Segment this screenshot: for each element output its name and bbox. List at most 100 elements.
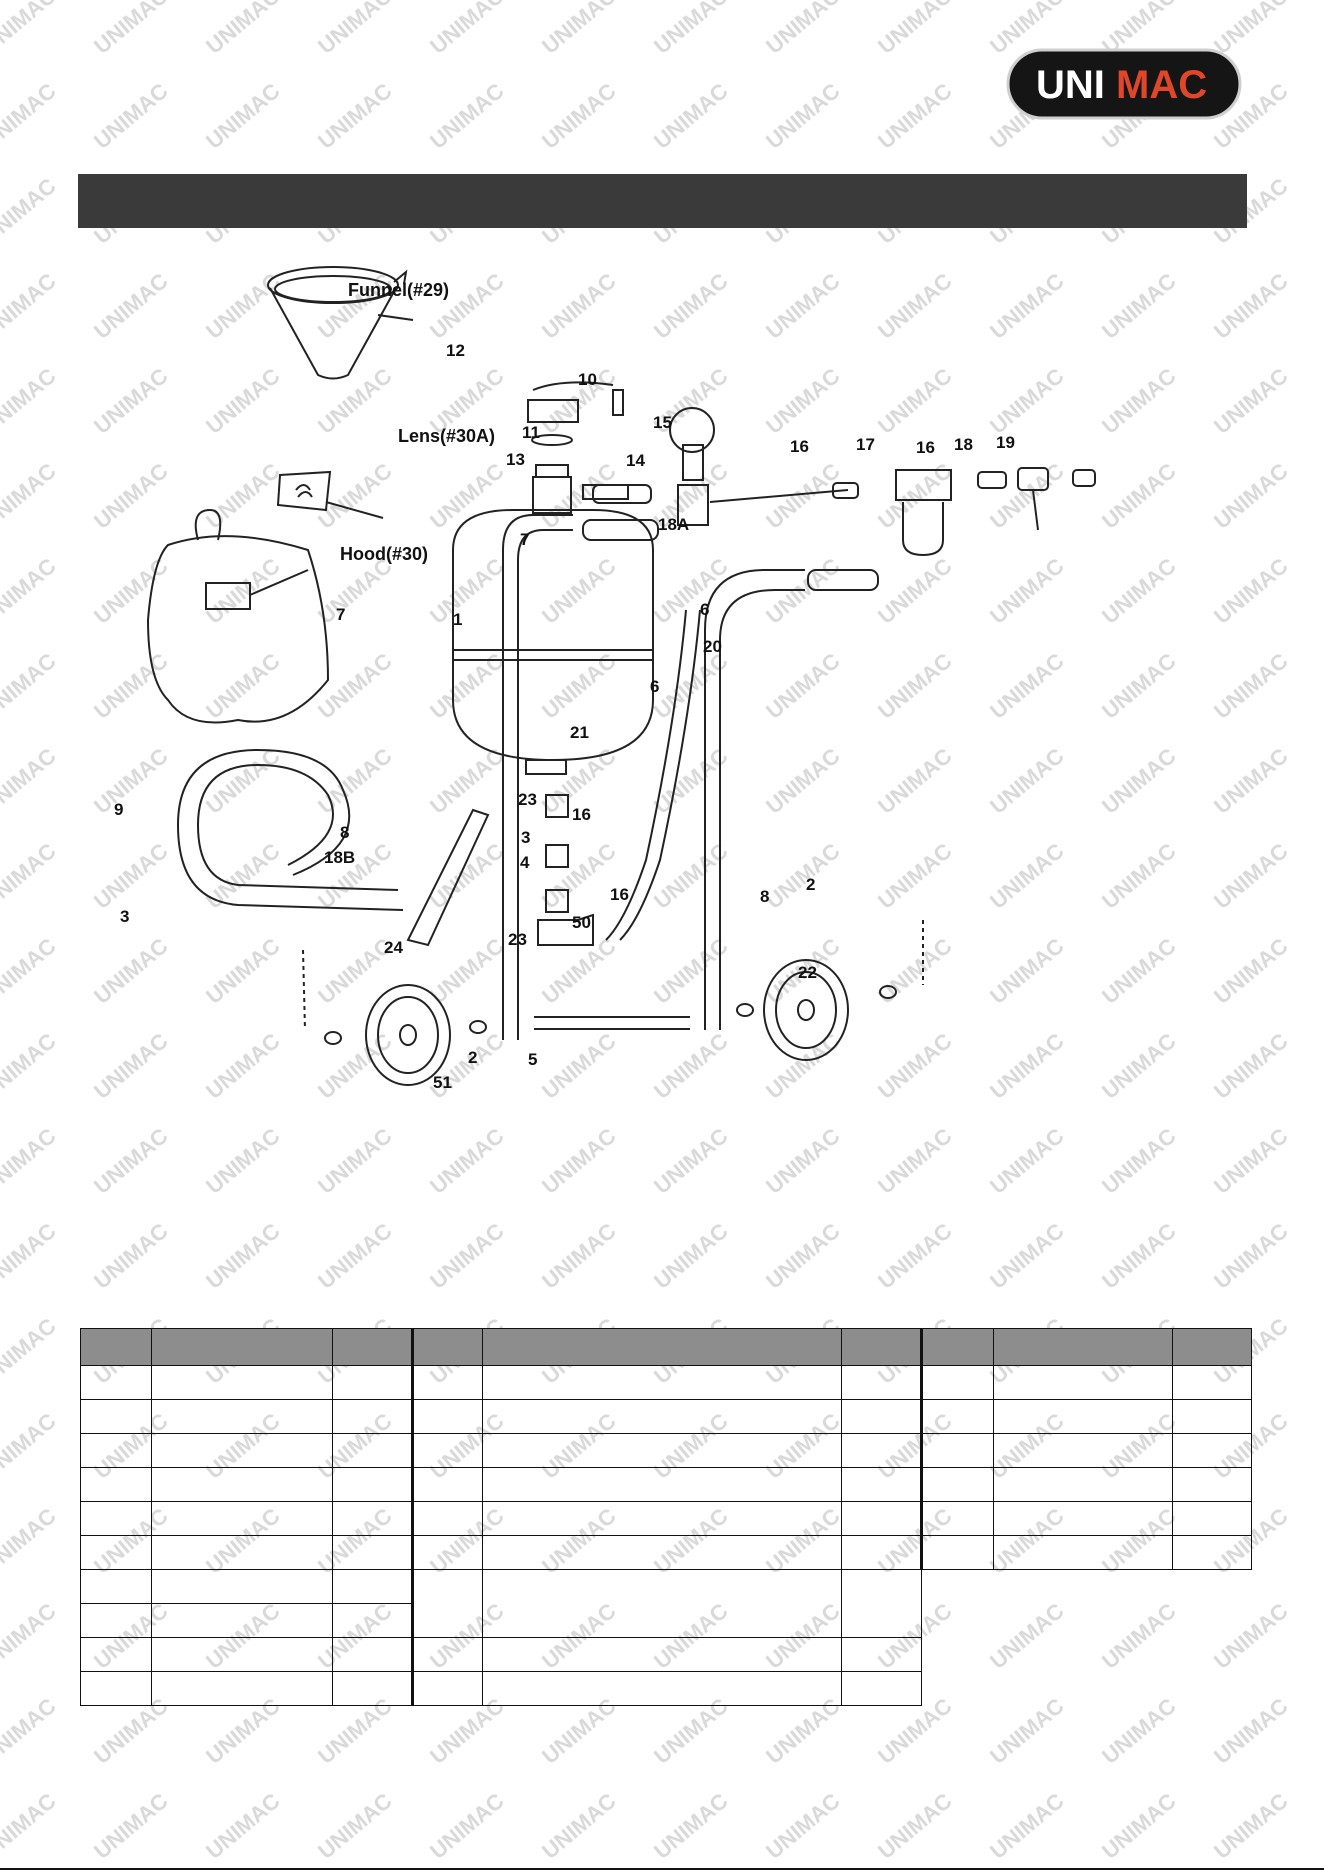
part-callout: 18B: [324, 848, 355, 867]
watermark-text: UNIMAC: [0, 1218, 61, 1294]
table-cell: [1173, 1638, 1252, 1672]
table-cell: [332, 1467, 413, 1502]
header-cell: [993, 1328, 1173, 1366]
header-cell: [841, 1328, 922, 1366]
watermark-text: UNIMAC: [873, 78, 957, 154]
table-cell: [922, 1570, 994, 1604]
part-callout: 13: [506, 450, 525, 469]
hood-drawing: [146, 508, 330, 724]
table-cell: [411, 1501, 483, 1536]
table-cell: [332, 1637, 413, 1672]
watermark-text: UNIMAC: [0, 1598, 61, 1674]
table-cell: [920, 1535, 994, 1570]
watermark-text: UNIMAC: [89, 78, 173, 154]
watermark-text: UNIMAC: [0, 1313, 61, 1389]
lens-label: Lens(#30A): [398, 426, 495, 446]
header-cell: [920, 1328, 994, 1366]
table-cell: [332, 1433, 413, 1468]
table-row: [80, 1637, 1252, 1672]
table-cell: [80, 1365, 152, 1400]
table-cell: [993, 1399, 1173, 1434]
watermark-text: UNIMAC: [0, 648, 61, 724]
table-row: [80, 1501, 1252, 1536]
part-callout: 20: [703, 637, 722, 656]
part-callout: 10: [578, 370, 597, 389]
table-cell: [411, 1671, 483, 1706]
watermark-text: UNIMAC: [985, 1788, 1069, 1864]
title-bar: [78, 174, 1247, 228]
logo-text-mac: MAC: [1116, 63, 1207, 107]
watermark-text: UNIMAC: [201, 78, 285, 154]
watermark-text: UNIMAC: [537, 78, 621, 154]
part-callout: 1: [453, 610, 462, 629]
table-cell: [993, 1467, 1173, 1502]
watermark-text: UNIMAC: [873, 1788, 957, 1864]
part-callout: 18: [954, 435, 973, 454]
table-cell: [482, 1535, 842, 1570]
watermark-text: UNIMAC: [0, 458, 61, 534]
part-callout: 15: [653, 413, 672, 432]
table-row: [80, 1365, 1252, 1400]
watermark-text: UNIMAC: [761, 0, 845, 59]
table-cell: [1172, 1433, 1252, 1468]
lens-drawing: [276, 470, 384, 519]
part-callout: 8: [760, 887, 769, 906]
table-cell: [922, 1638, 994, 1672]
table-cell: [482, 1569, 842, 1638]
table-cell: [80, 1433, 152, 1468]
table-row: [80, 1603, 1252, 1638]
unimac-logo: UNI MAC: [1006, 48, 1242, 120]
piping-drawing: [537, 407, 1096, 946]
table-cell: [993, 1433, 1173, 1468]
table-cell: [151, 1637, 333, 1672]
table-cell: [841, 1569, 922, 1638]
watermark-text: UNIMAC: [425, 78, 509, 154]
watermark-text: UNIMAC: [89, 1788, 173, 1864]
table-row: [80, 1671, 1252, 1706]
table-cell: [332, 1603, 413, 1638]
table-cell: [922, 1604, 994, 1638]
table-cell: [920, 1365, 994, 1400]
table-cell: [332, 1671, 413, 1706]
table-cell: [1172, 1501, 1252, 1536]
part-callout: 2: [468, 1048, 477, 1067]
watermark-text: UNIMAC: [0, 838, 61, 914]
watermark-text: UNIMAC: [0, 363, 61, 439]
table-cell: [151, 1467, 333, 1502]
watermark-text: UNIMAC: [0, 553, 61, 629]
watermark-text: UNIMAC: [313, 1788, 397, 1864]
table-cell: [1173, 1672, 1252, 1706]
table-cell: [80, 1399, 152, 1434]
table-cell: [993, 1501, 1173, 1536]
part-callout: 6: [700, 600, 709, 619]
part-callout: 18A: [658, 515, 689, 534]
watermark-text: UNIMAC: [0, 1028, 61, 1104]
watermark-text: UNIMAC: [0, 0, 61, 59]
part-callout: 16: [916, 438, 935, 457]
part-callout: 19: [996, 433, 1015, 452]
funnel-drawing: [267, 266, 414, 380]
part-callout: 2: [806, 875, 815, 894]
table-cell: [841, 1637, 922, 1672]
table-cell: [841, 1467, 922, 1502]
part-callout: 8: [340, 823, 349, 842]
table-cell: [151, 1433, 333, 1468]
table-cell: [994, 1604, 1173, 1638]
watermark-text: UNIMAC: [0, 1788, 61, 1864]
watermark-text: UNIMAC: [0, 173, 61, 249]
part-callout: 24: [384, 938, 403, 957]
table-cell: [841, 1433, 922, 1468]
table-cell: [994, 1638, 1173, 1672]
watermark-text: UNIMAC: [1209, 1788, 1293, 1864]
table-cell: [332, 1535, 413, 1570]
exploded-parts-diagram: Funnel(#29) Lens(#30A) Hood(#30) 1210111…: [114, 266, 1096, 1092]
part-callout: 50: [572, 913, 591, 932]
table-cell: [1172, 1399, 1252, 1434]
wheels-drawing: [302, 920, 924, 1086]
part-callout: 23: [508, 930, 527, 949]
part-callout: 3: [521, 828, 530, 847]
watermark-text: UNIMAC: [1097, 1788, 1181, 1864]
part-callout: 7: [336, 605, 345, 624]
watermark-text: UNIMAC: [89, 0, 173, 59]
watermark-text: UNIMAC: [761, 78, 845, 154]
